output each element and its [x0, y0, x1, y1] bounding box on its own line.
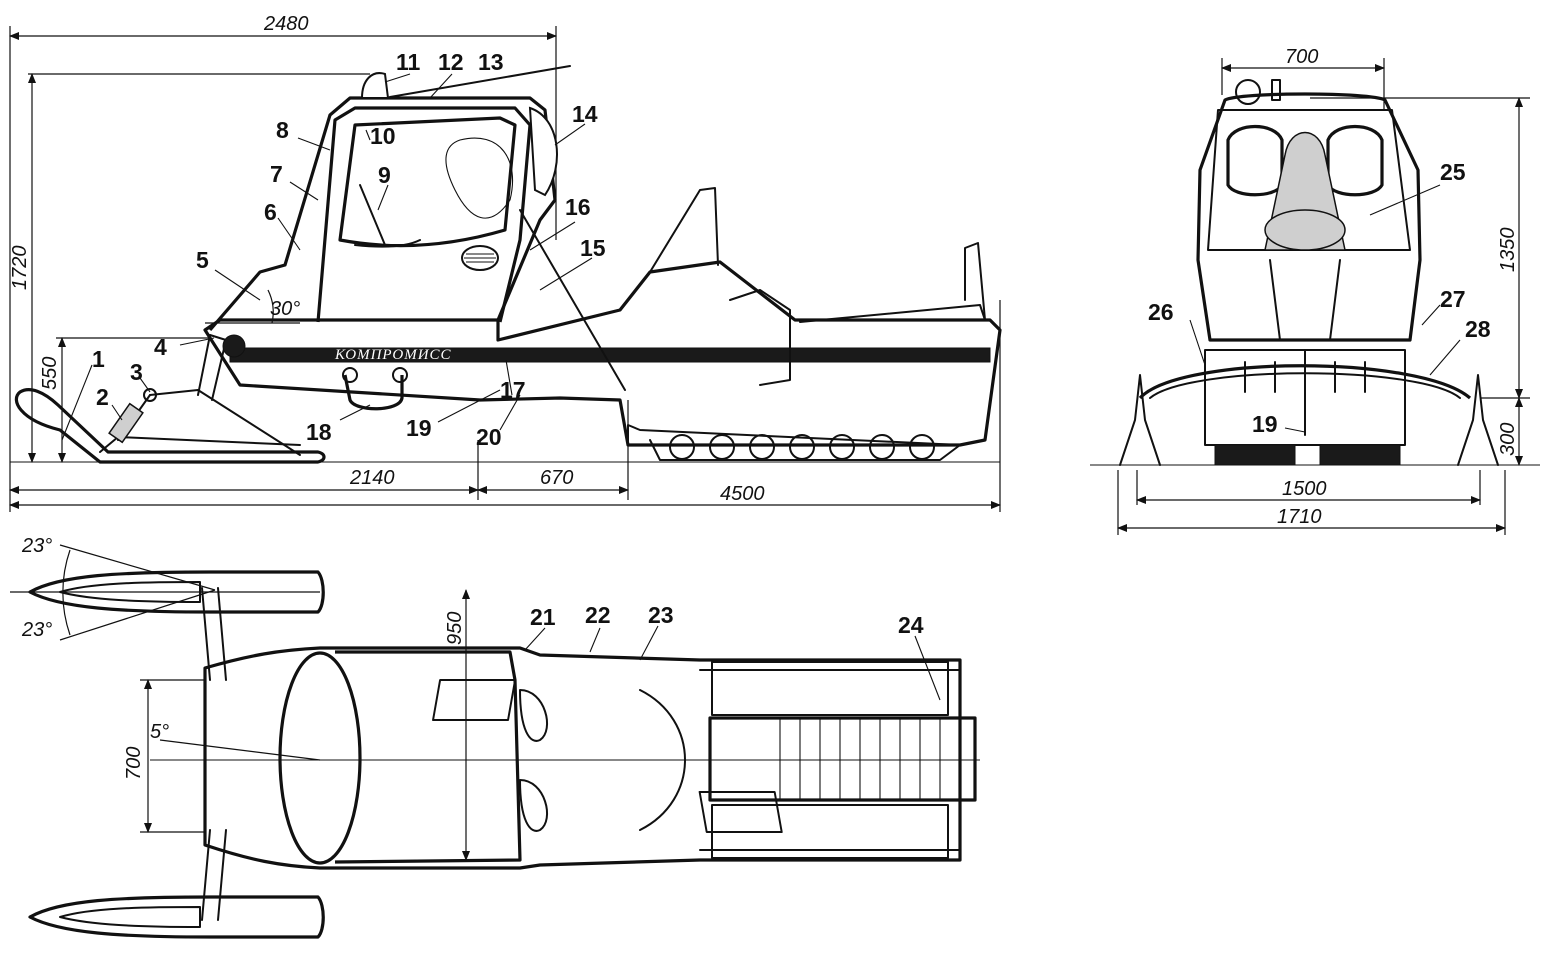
callout-8: 8: [276, 117, 289, 143]
shock-absorber: [108, 388, 157, 444]
cabin: [208, 96, 557, 332]
dim-670-label: 670: [540, 467, 573, 489]
callout-4: 4: [154, 334, 167, 360]
strut: [197, 334, 227, 401]
support-rod: [519, 209, 626, 391]
callout-1: 1: [92, 346, 105, 372]
body-hull: КОМПРОМИСС: [203, 260, 1002, 447]
top-skis: [28, 570, 325, 939]
callout-27: 27: [1440, 286, 1466, 312]
track: [627, 424, 961, 461]
callout-6: 6: [264, 199, 277, 225]
callout-19: 19: [406, 415, 432, 441]
top-view: 23° 23°: [10, 535, 980, 939]
callout-22: 22: [585, 602, 611, 628]
front-cab: [1196, 79, 1422, 342]
callout-21: 21: [530, 604, 556, 630]
side-view: 2480 1720 550 30° 2140: [9, 13, 1002, 512]
dim-550: 550: [39, 337, 210, 463]
callout-10: 10: [370, 123, 396, 149]
callout-26: 26: [1148, 299, 1174, 325]
dim-front-1350-label: 1350: [1497, 228, 1519, 273]
dim-2140-label: 2140: [349, 467, 395, 489]
dim-23-top-label: 23°: [21, 535, 52, 557]
top-callouts: 21 22 23 24: [524, 602, 941, 701]
dim-4500-label: 4500: [720, 483, 765, 505]
suspension-arm: [149, 389, 301, 456]
callout-3: 3: [130, 359, 143, 385]
dim-top-700-label: 700: [123, 747, 145, 780]
antenna: [389, 65, 571, 98]
front-view: 700 1350 300 1500 1710: [1090, 46, 1540, 535]
callout-7: 7: [270, 161, 283, 187]
dim-5deg-label: 5°: [150, 721, 169, 743]
dim-2480: 2480: [9, 13, 557, 512]
dim-30deg: 30°: [205, 289, 300, 324]
callout-12: 12: [438, 49, 464, 75]
callout-23: 23: [648, 602, 674, 628]
dim-23deg: 23° 23°: [10, 535, 320, 641]
mirror: [528, 106, 558, 197]
dim-bottom: 2140 670 4500: [9, 300, 1001, 512]
front-undercarriage: [1119, 349, 1499, 466]
callout-16: 16: [565, 194, 591, 220]
callout-20: 20: [476, 424, 502, 450]
callout-5: 5: [196, 247, 209, 273]
callout-2: 2: [96, 384, 109, 410]
callout-11: 11: [396, 49, 421, 75]
front-callouts: 25 26 27 28 19: [1148, 159, 1491, 437]
dim-550-label: 550: [39, 357, 61, 390]
dim-top-950-label: 950: [444, 612, 466, 645]
callout-25: 25: [1440, 159, 1466, 185]
dim-front-1710-label: 1710: [1277, 506, 1322, 528]
dim-30deg-label: 30°: [270, 298, 300, 320]
top-hull: [150, 646, 980, 870]
top-ski-arm-upper: [201, 587, 227, 681]
callout-19-front: 19: [1252, 411, 1278, 437]
dim-1720: 1720: [9, 73, 370, 463]
brand-label: КОМПРОМИСС: [334, 347, 452, 363]
dim-front-700-label: 700: [1285, 46, 1318, 68]
side-callouts: 1 2 3 4 5 6 7 8 9 10 11 12 13 14 15 16 1…: [92, 49, 606, 450]
callout-28: 28: [1465, 316, 1491, 342]
dim-23-bottom-label: 23°: [21, 619, 52, 641]
callout-18: 18: [306, 419, 332, 445]
rear-seating: [649, 187, 986, 386]
callout-9: 9: [378, 162, 391, 188]
headlight: [360, 72, 390, 99]
callout-24: 24: [898, 612, 924, 638]
callout-13: 13: [478, 49, 504, 75]
grab-handle: [343, 374, 404, 411]
callout-17: 17: [500, 377, 526, 403]
leader-lines: [61, 73, 593, 441]
callout-14: 14: [572, 101, 598, 127]
dim-2480-label: 2480: [263, 13, 309, 35]
callout-15: 15: [580, 235, 606, 261]
dim-1720-label: 1720: [9, 246, 31, 291]
dim-front-1500-label: 1500: [1282, 478, 1327, 500]
dim-front-300-label: 300: [1497, 423, 1519, 456]
